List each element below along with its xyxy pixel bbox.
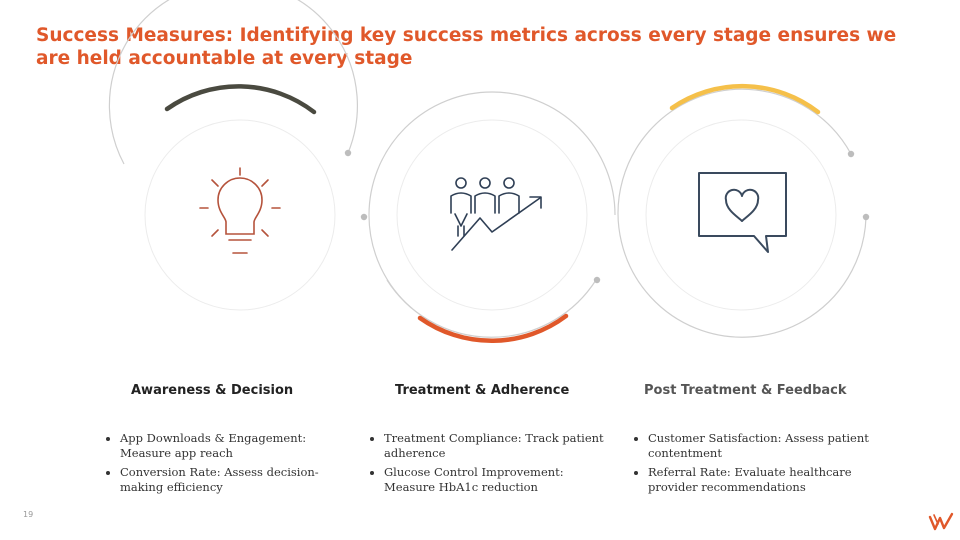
stage-2-outer-ring — [386, 279, 597, 338]
stage-2-graphic — [360, 91, 616, 343]
list-item: Referral Rate: Evaluate healthcare provi… — [648, 465, 880, 495]
stage-1-ring-dot — [344, 149, 352, 157]
stage-3-heading: Post Treatment & Feedback — [644, 383, 847, 398]
list-item: App Downloads & Engagement: Measure app … — [120, 431, 352, 461]
stage-1-bullets: App Downloads & Engagement: Measure app … — [106, 431, 352, 499]
stage-1-inner-circle — [144, 119, 336, 311]
stage-2-left-dot — [360, 213, 368, 221]
stage-2-bullets: Treatment Compliance: Track patient adhe… — [370, 431, 616, 499]
people-growth-icon — [450, 177, 542, 251]
page-number: 19 — [23, 510, 34, 519]
stage-3-outer-ring — [617, 88, 867, 338]
list-item: Conversion Rate: Assess decision-making … — [120, 465, 352, 495]
list-item: Customer Satisfaction: Assess patient co… — [648, 431, 880, 461]
list-item: Treatment Compliance: Track patient adhe… — [384, 431, 616, 461]
stage-1-outer-ring — [108, 0, 358, 165]
stage-3-accent-arc — [669, 83, 821, 115]
stage-1-graphic — [108, 0, 358, 311]
stage-1-accent-arc — [164, 84, 317, 115]
stage-3-bullets: Customer Satisfaction: Assess patient co… — [634, 431, 880, 499]
stage-1-heading: Awareness & Decision — [131, 383, 294, 398]
stage-3-ring-dot — [847, 150, 855, 158]
stage-2-outer-circle — [368, 91, 616, 339]
stage-2-inner-circle — [396, 119, 588, 311]
stage-3-inner-circle — [645, 119, 837, 311]
brand-logo-icon — [928, 512, 954, 531]
stage-3-right-dot — [862, 213, 870, 221]
list-item: Glucose Control Improvement: Measure HbA… — [384, 465, 616, 495]
stage-2-ring-dot — [593, 276, 601, 284]
stage-2-accent-arc — [417, 313, 569, 343]
stage-3-graphic — [617, 83, 870, 338]
slide-title: Success Measures: Identifying key succes… — [36, 25, 897, 69]
lightbulb-icon — [199, 167, 281, 254]
stage-2-heading: Treatment & Adherence — [395, 383, 570, 398]
heart-message-icon — [698, 172, 787, 253]
